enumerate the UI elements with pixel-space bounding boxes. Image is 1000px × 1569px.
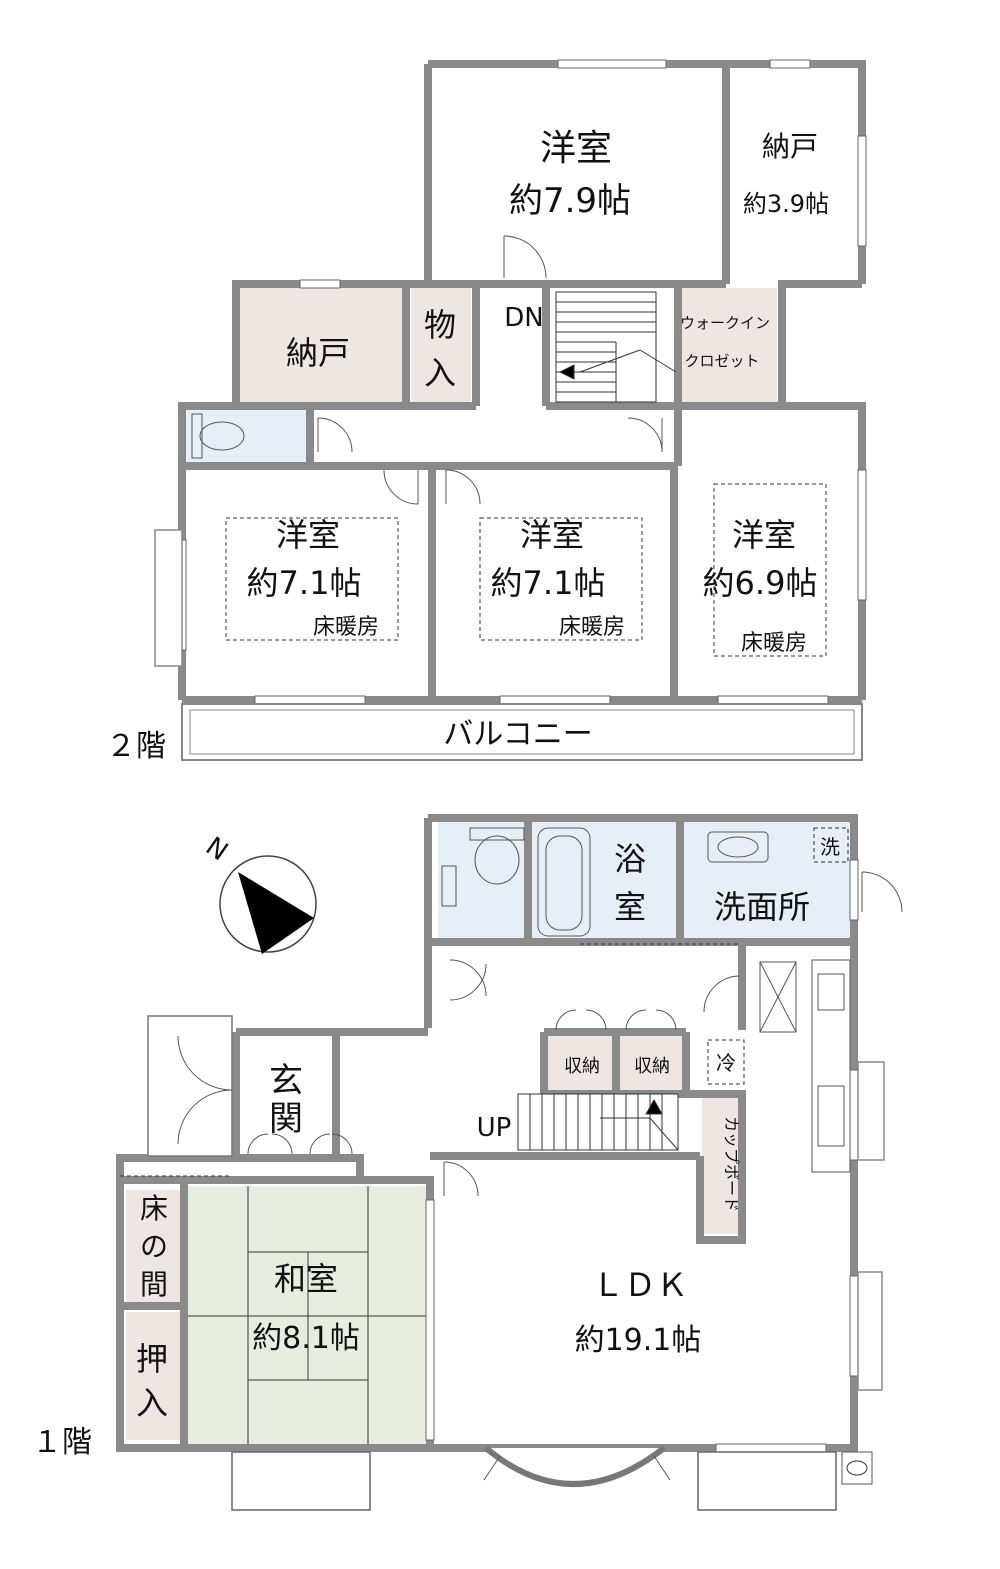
storage-north-name: 納戸 (762, 130, 818, 163)
second-floor-label: ２階 (106, 729, 166, 764)
fridge-space (707, 1039, 745, 1085)
entrance-line2: 関 (269, 1099, 303, 1139)
toilet-2f-icon (191, 413, 245, 459)
bedroom-a-name: 洋室 (276, 516, 340, 554)
washitsu-size: 約8.1帖 (252, 1321, 360, 1356)
bay-window-ldk (857, 1271, 883, 1391)
bath-area (532, 822, 678, 938)
tokonoma-line3: 間 (140, 1268, 168, 1301)
storage2-area (618, 1036, 684, 1090)
cupboard-area (702, 1098, 738, 1234)
bay-window-round (484, 1445, 666, 1487)
staircase-2f (555, 291, 677, 403)
storage-west-name: 納戸 (286, 334, 350, 372)
bay-window-2f (154, 529, 183, 667)
walk-in-line1: ウォークイン (680, 314, 770, 332)
storage2-label: 収納 (634, 1056, 670, 1077)
porch (147, 1015, 233, 1157)
bathtub-icon (537, 827, 591, 937)
bedroom-b-floor-heat: 床暖房 (559, 615, 625, 640)
cupboard-label: カップボード (722, 1116, 741, 1212)
storage-west-area (240, 288, 402, 402)
compass-north-label: N (200, 832, 233, 868)
storage1-label: 収納 (564, 1056, 600, 1077)
walk-in-closet-area (682, 288, 777, 402)
tatami-lines (186, 1186, 430, 1444)
bath-line1: 浴 (614, 840, 646, 878)
bedroom-c-size: 約6.9帖 (703, 564, 818, 602)
ldk-name: ＬＤＫ (592, 1266, 688, 1304)
balcony-label: バルコニー (443, 717, 592, 752)
bedroom-b-name: 洋室 (520, 516, 584, 554)
closet-area (411, 288, 471, 402)
storage1-area (548, 1036, 614, 1090)
toilet-2f-area (186, 410, 306, 462)
tap-icon (846, 1460, 868, 1476)
toilet-1f-icon (441, 827, 525, 907)
bedroom-a-floor-heat: 床暖房 (313, 615, 379, 640)
kitchen-counter (759, 959, 851, 1173)
washer-space (813, 827, 849, 863)
stair-down-arrow-icon (558, 364, 575, 380)
second-floor: 洋室 約7.9帖 納戸 約3.9帖 納戸 物 入 ウォークイン クロゼット DN… (106, 59, 867, 764)
closet-line2: 入 (424, 354, 456, 392)
entrance-line1: 玄 (269, 1061, 303, 1101)
stair-down-label: DN (504, 303, 543, 333)
oshiire-line2: 入 (136, 1384, 168, 1422)
bedroom-north-size: 約7.9帖 (509, 181, 631, 221)
toilet-1f-area (438, 822, 526, 938)
storage-north-size: 約3.9帖 (743, 190, 829, 218)
bedroom-c-floor-heat: 床暖房 (741, 631, 807, 656)
bedroom-c-name: 洋室 (732, 516, 796, 554)
bedroom-b-size: 約7.1帖 (491, 564, 606, 602)
oshiire-line1: 押 (136, 1340, 168, 1378)
terrace-west (231, 1451, 371, 1511)
stair-up-label: UP (477, 1113, 512, 1143)
staircase-1f (517, 1093, 679, 1151)
balcony (181, 703, 863, 761)
floor-heat-zone-b (479, 517, 643, 641)
washitsu-name: 和室 (274, 1260, 338, 1298)
tokonoma-area (126, 1190, 180, 1302)
wash-basin-icon (707, 831, 769, 863)
first-floor-label: １階 (32, 1425, 92, 1460)
bay-window-kitchen (857, 1061, 885, 1161)
floor-heat-zone-c (713, 483, 827, 657)
terrace-east (697, 1451, 837, 1511)
walk-in-line2: クロゼット (684, 352, 759, 370)
compass-needle-icon (238, 872, 314, 954)
ldk-size: 約19.1帖 (575, 1323, 702, 1358)
closet-line1: 物 (424, 306, 456, 344)
tokonoma-line2: の (140, 1230, 168, 1263)
fridge-mark: 冷 (716, 1051, 736, 1075)
first-floor: 浴 室 洗面所 洗 冷 玄 関 収納 収納 UP カップボード 床 の 間 押 … (32, 814, 903, 1511)
washroom-area (684, 822, 850, 938)
bath-line2: 室 (614, 888, 646, 926)
storage-north-area (732, 68, 857, 280)
compass: N (200, 832, 317, 954)
floor-heat-zone-a (225, 517, 399, 641)
stair-up-arrow-icon (645, 1098, 663, 1115)
tokonoma-line1: 床 (140, 1192, 168, 1225)
washer-mark: 洗 (820, 835, 840, 859)
bedroom-north-name: 洋室 (540, 128, 612, 169)
bedroom-a-size: 約7.1帖 (247, 564, 362, 602)
bedroom-north-area (432, 68, 720, 280)
washroom-label: 洗面所 (714, 888, 810, 926)
oshiire-area (126, 1312, 180, 1440)
